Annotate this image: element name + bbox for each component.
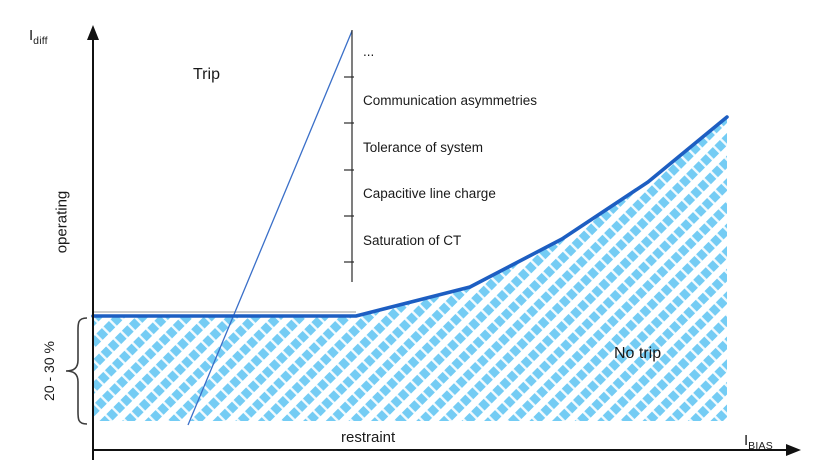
- x-axis-arrow-icon: [786, 444, 801, 456]
- error-scale-item-saturation: Saturation of CT: [363, 233, 462, 248]
- y-axis-symbol-sub: diff: [33, 35, 48, 47]
- error-scale-item-ellipsis: ...: [363, 44, 375, 59]
- no-trip-region-label: No trip: [614, 345, 662, 362]
- error-scale-item-communication: Communication asymmetries: [363, 93, 538, 108]
- error-scale-item-capacitive: Capacitive line charge: [363, 186, 496, 201]
- range-brace: [65, 317, 88, 425]
- x-axis-symbol: IBIAS: [744, 432, 773, 452]
- characteristic-line: [91, 115, 729, 318]
- error-scale-item-tolerance: Tolerance of system: [363, 140, 484, 155]
- axes: [92, 34, 788, 460]
- y-axis-symbol-main: I: [29, 27, 34, 44]
- no-trip-region-texture: [93, 117, 727, 421]
- slope-line: [187, 30, 353, 426]
- operating-label: operating: [53, 190, 71, 254]
- error-scale-axis: [344, 30, 354, 282]
- x-axis-symbol-main: I: [744, 432, 749, 449]
- x-axis-symbol-sub: BIAS: [748, 440, 773, 452]
- y-axis-symbol: Idiff: [29, 27, 48, 47]
- pickup-range-label: 20 - 30 %: [40, 341, 57, 401]
- restraint-label: restraint: [341, 429, 396, 446]
- trip-region-label: Trip: [193, 66, 220, 83]
- y-axis-arrow-icon: [87, 25, 99, 40]
